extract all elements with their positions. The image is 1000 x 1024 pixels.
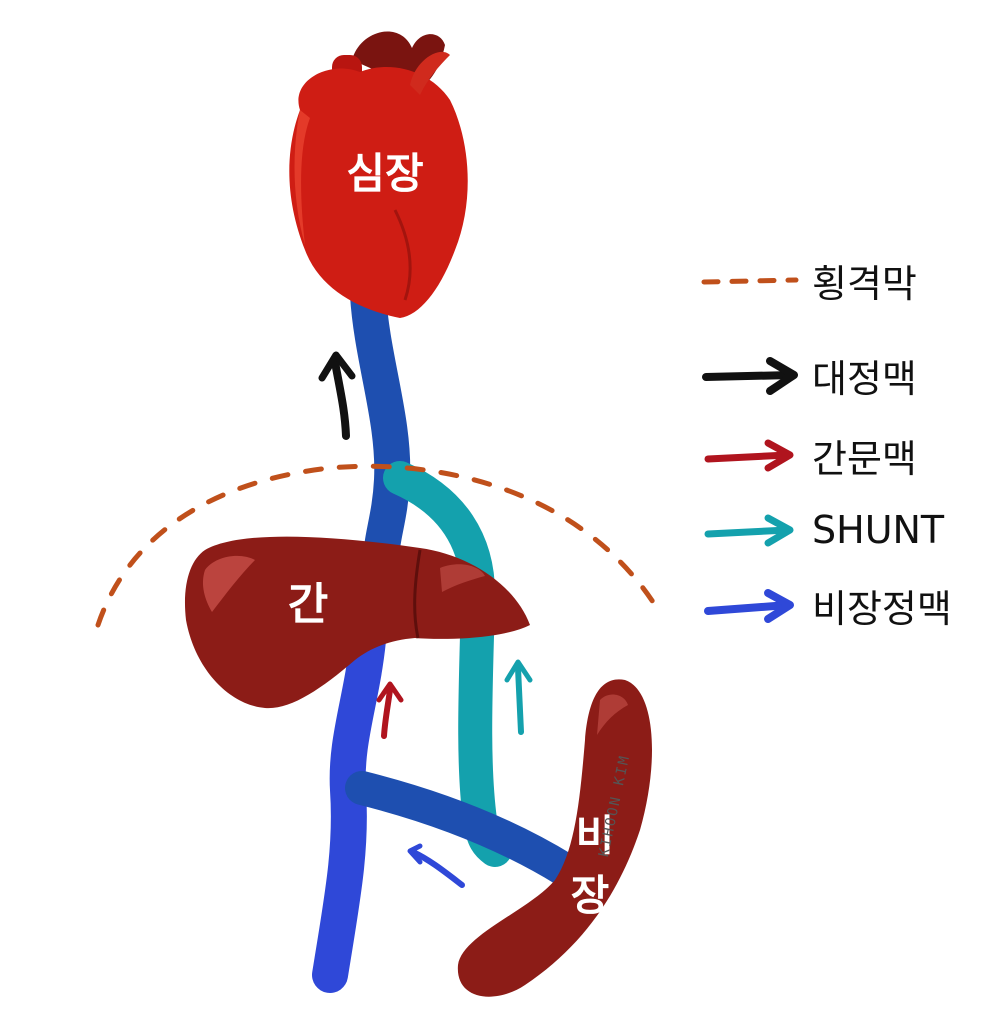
teal-arrow-icon: [700, 510, 800, 550]
blue-arrow-icon: [700, 585, 800, 625]
legend-item-aorta: 대정맥: [700, 345, 990, 405]
black-arrow-icon: [700, 355, 800, 395]
spleen-label-line2: 장: [560, 862, 620, 923]
legend-label-diaphragm: 횡격막: [812, 253, 917, 308]
splenic-flow-arrow: [410, 846, 462, 885]
legend-label-aorta: 대정맥: [812, 348, 917, 403]
vena-cava-vessel: [368, 295, 392, 560]
legend-label-splenic: 비장정맥: [812, 578, 952, 633]
liver-label: 간: [268, 568, 348, 632]
dashed-line-icon: [700, 260, 800, 300]
legend-item-diaphragm: 횡격막: [700, 250, 990, 310]
legend-item-splenic: 비장정맥: [700, 575, 990, 635]
lower-blue-vessel: [330, 640, 368, 975]
aorta-flow-arrow: [322, 355, 352, 436]
legend-label-shunt: SHUNT: [812, 508, 944, 552]
portal-flow-arrow: [379, 684, 401, 736]
heart-label: 심장: [325, 140, 445, 201]
legend-item-shunt: SHUNT: [700, 500, 990, 560]
legend-label-portal: 간문맥: [812, 428, 917, 483]
legend-item-portal: 간문맥: [700, 425, 990, 485]
red-arrow-icon: [700, 435, 800, 475]
shunt-flow-arrow: [507, 662, 530, 732]
